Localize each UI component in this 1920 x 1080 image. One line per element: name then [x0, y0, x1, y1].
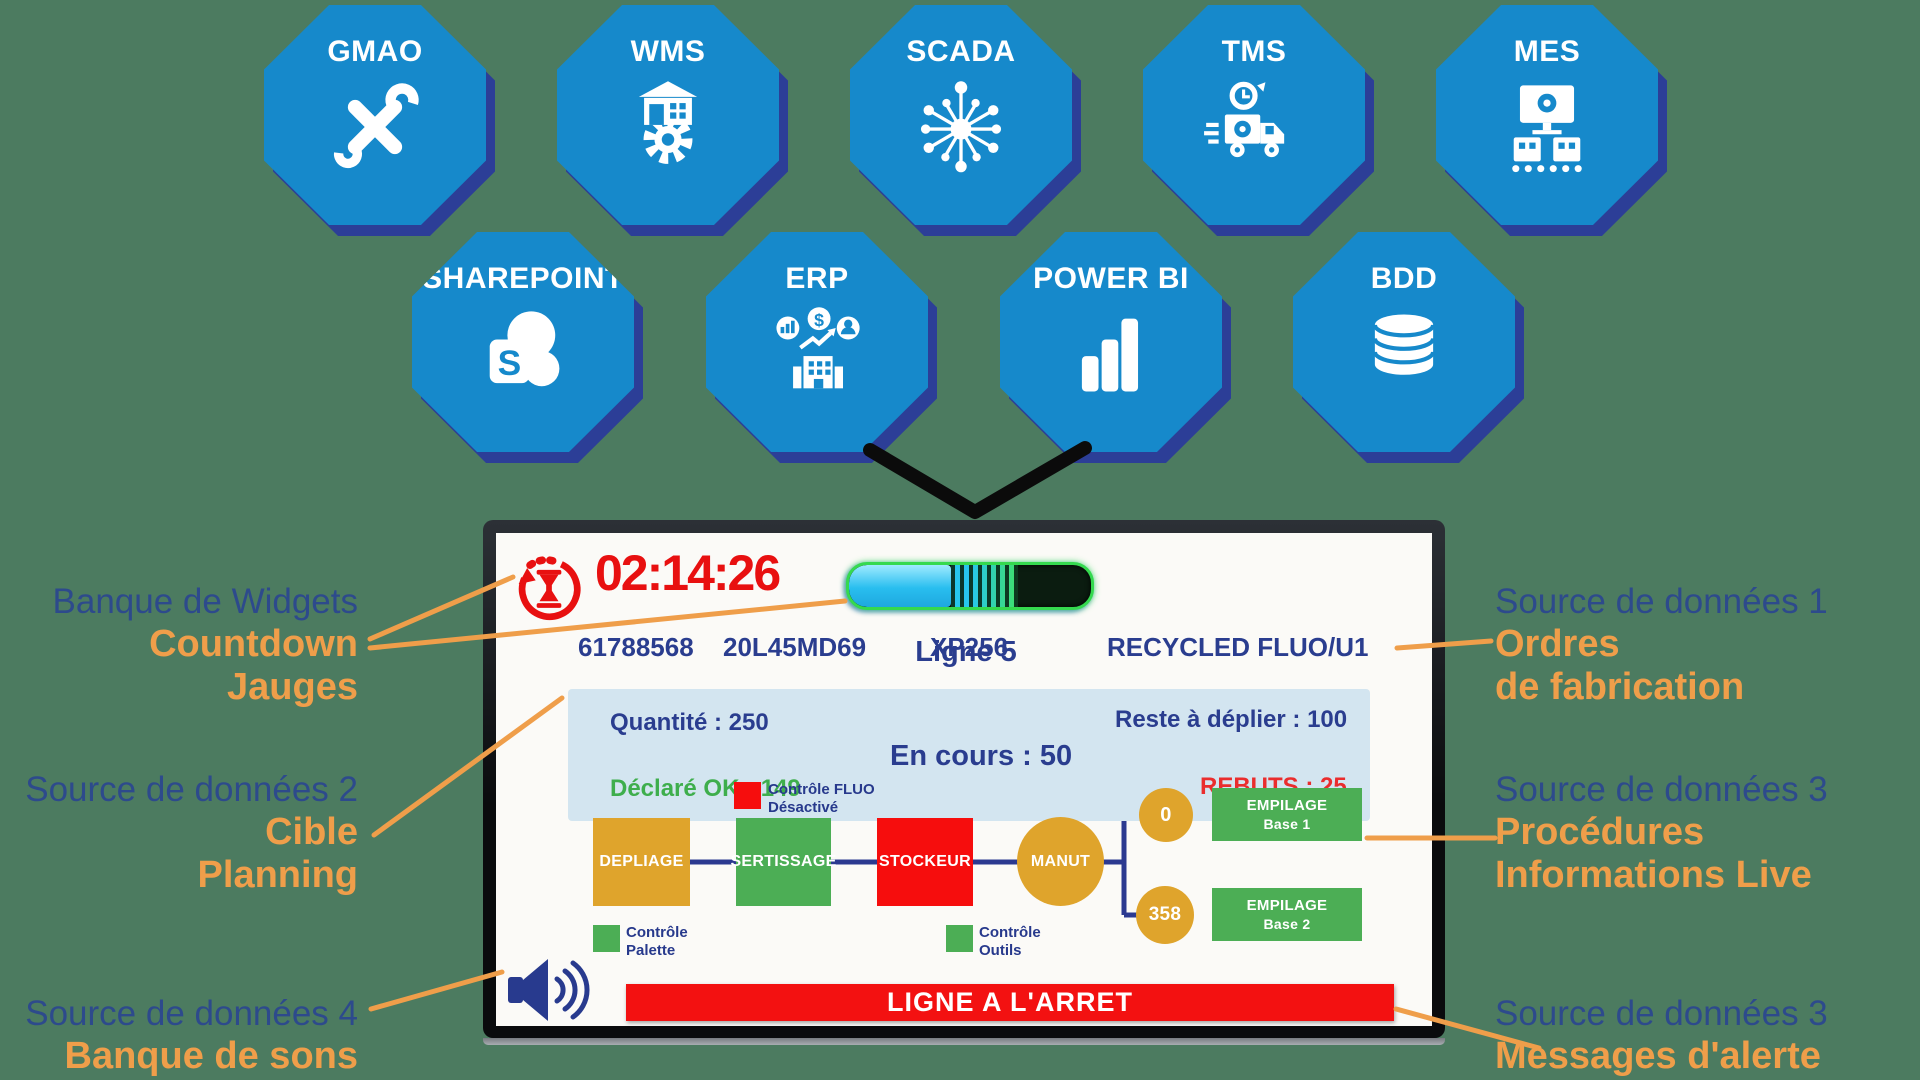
process-step-depliage: DEPLIAGE [593, 818, 690, 906]
empilage-base1: EMPILAGE Base 1 [1212, 788, 1362, 841]
legend-controle-fluo: Contrôle FLUO Désactivé [768, 781, 875, 816]
countdown-timer: 02:14:26 [595, 545, 781, 601]
source-node-sharepoint: SHAREPOINT S [412, 232, 643, 463]
database-icon [1372, 314, 1436, 375]
legend-controle-palette: Contrôle Palette [626, 924, 688, 959]
svg-text:$: $ [814, 310, 824, 330]
source-node-bdd: BDD [1293, 232, 1524, 463]
flow-arrow-down-icon [863, 441, 1092, 519]
process-step-manut: MANUT [1017, 817, 1104, 906]
order-code: RECYCLED FLUO/U1 [1107, 632, 1369, 662]
svg-text:S: S [498, 344, 522, 383]
order-code: 20L45MD69 [723, 632, 867, 662]
annotation-source-donnees-4: Source de données 4 Banque de sons [25, 994, 358, 1077]
dashboard-monitor: 02:14:26 Ligne 5 61788568 20L45MD69 XP25… [483, 520, 1445, 1038]
order-code: 61788568 [578, 632, 694, 662]
source-label: SHAREPOINT [422, 262, 624, 295]
countdown-icon [518, 556, 581, 620]
progress-gauge [846, 562, 1094, 610]
source-label: ERP [785, 262, 849, 295]
counter-base2: 358 [1136, 886, 1194, 944]
source-node-powerbi: POWER BI [1000, 232, 1231, 463]
source-label: POWER BI [1033, 262, 1189, 295]
warehouse-gear-icon [638, 81, 698, 164]
source-label: BDD [1370, 262, 1438, 295]
source-node-tms: TMS [1143, 5, 1374, 236]
line-title: Ligne 5 [915, 636, 1017, 668]
annotation-source-donnees-1: Source de données 1 Ordres de fabricatio… [1495, 582, 1828, 708]
order-code: XP256 [930, 632, 1009, 662]
stat-reste-a-deplier: Reste à déplier : 100 [1115, 706, 1348, 733]
source-label: GMAO [327, 35, 423, 68]
stat-declare-ok: Déclaré OK : 149 [610, 775, 801, 802]
annotation-banque-widgets: Banque de Widgets Countdown Jauges [52, 582, 358, 708]
source-label: WMS [630, 35, 706, 68]
tools-icon [333, 83, 419, 169]
annotation-source-donnees-3-live: Source de données 3 Procédures Informati… [1495, 770, 1828, 896]
source-label: SCADA [906, 35, 1016, 68]
source-node-gmao: GMAO [264, 5, 495, 236]
legend-controle-palette-swatch [593, 925, 620, 952]
source-node-wms: WMS [557, 5, 788, 236]
legend-controle-outils: Contrôle Outils [979, 924, 1041, 959]
bar-chart-icon [1081, 318, 1139, 392]
stat-quantite: Quantité : 250 [610, 709, 769, 736]
legend-controle-outils-swatch [946, 925, 973, 952]
source-node-erp: ERP $ [706, 232, 937, 463]
source-node-mes: MES [1436, 5, 1667, 236]
source-label: MES [1513, 35, 1581, 68]
stat-en-cours: En cours : 50 [890, 740, 1073, 772]
legend-controle-fluo-swatch [734, 782, 761, 809]
sharepoint-icon: S [489, 311, 560, 387]
dashboard-screen: 02:14:26 Ligne 5 61788568 20L45MD69 XP25… [496, 533, 1432, 1026]
truck-clock-icon [1204, 81, 1285, 158]
counter-base1: 0 [1139, 788, 1193, 842]
monitor-stand-strip [483, 1038, 1445, 1045]
process-step-sertissage: SERTISSAGE [730, 818, 836, 906]
alert-banner: LIGNE A L'ARRET [626, 984, 1394, 1021]
progress-stripes [950, 565, 1019, 607]
source-node-scada: SCADA [850, 5, 1081, 236]
erp-icon: $ [776, 307, 860, 389]
annotation-source-donnees-2: Source de données 2 Cible Planning [25, 770, 358, 896]
process-step-stockeur: STOCKEUR [877, 818, 973, 906]
network-icon [920, 81, 1002, 173]
source-label: TMS [1221, 35, 1287, 68]
empilage-base2: EMPILAGE Base 2 [1212, 888, 1362, 941]
progress-fill [849, 565, 951, 607]
speaker-icon [508, 959, 590, 1021]
annotation-source-donnees-3-alerte: Source de données 3 Messages d'alerte [1495, 994, 1828, 1077]
factory-monitor-icon [1512, 85, 1582, 173]
